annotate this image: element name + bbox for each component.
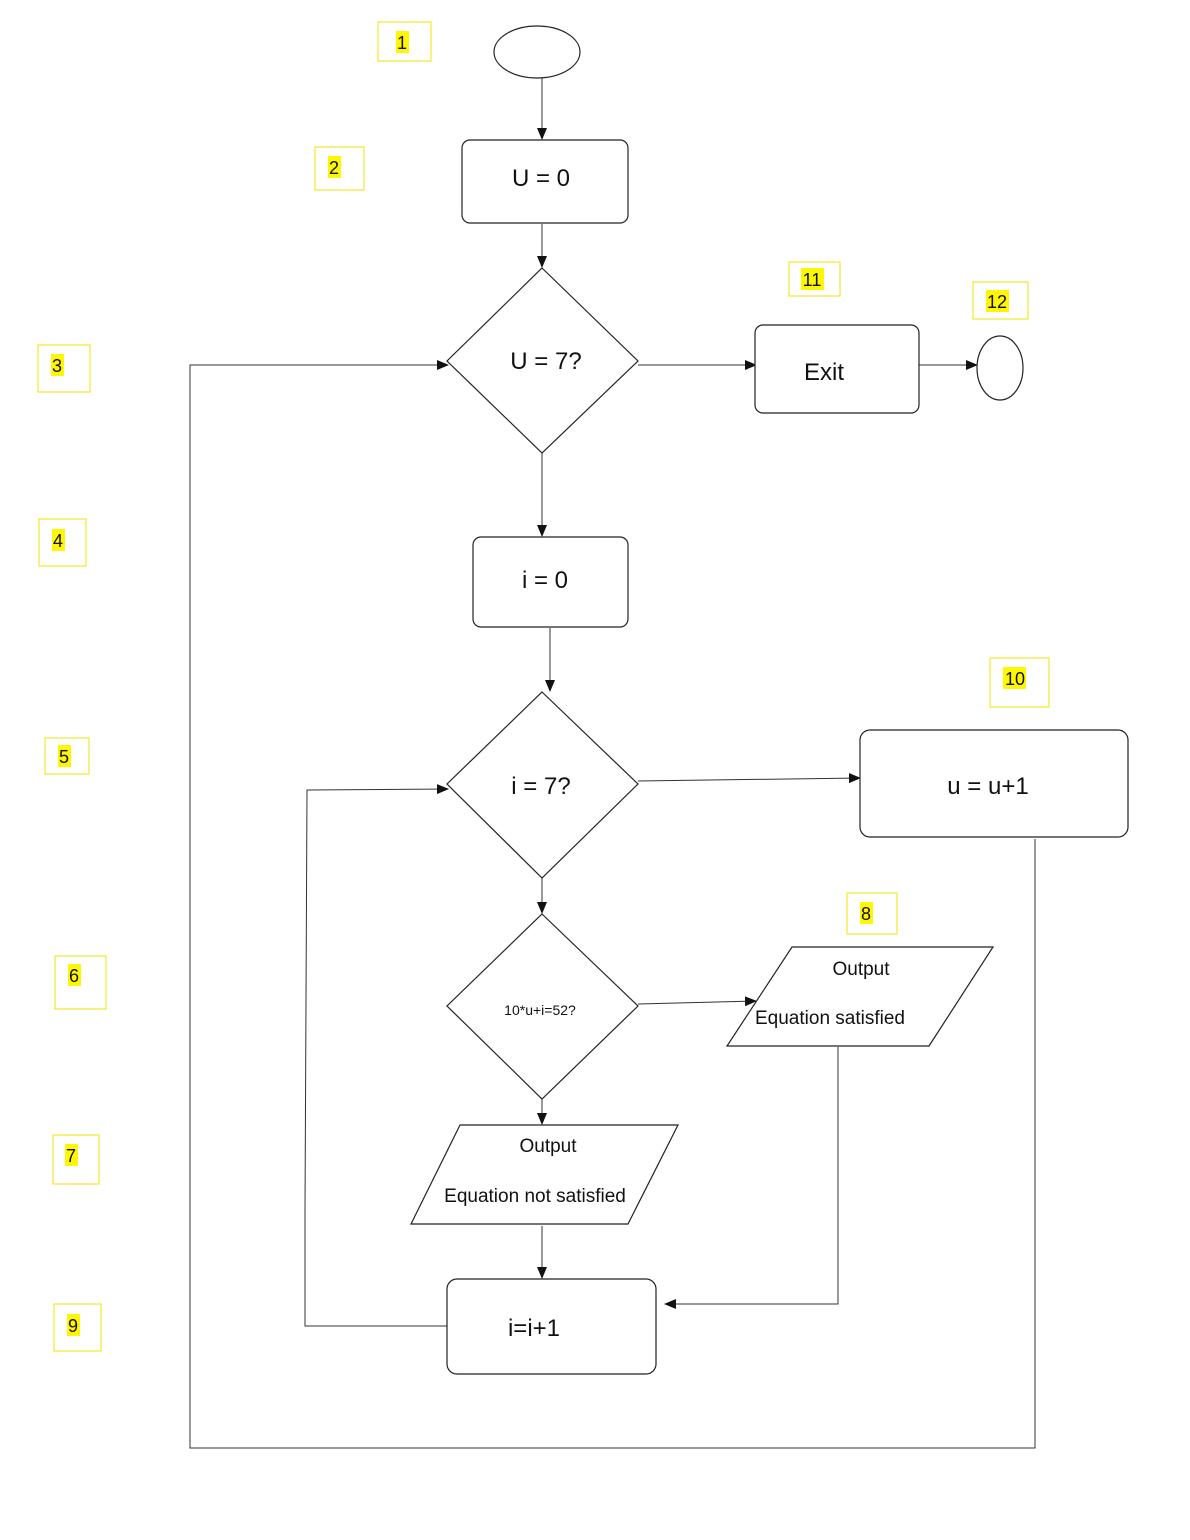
output-satisfied-io: Output Equation satisfied: [725, 946, 995, 1047]
svg-text:i=i+1: i=i+1: [508, 1315, 560, 1342]
svg-text:U = 0: U = 0: [512, 165, 570, 192]
svg-text:9: 9: [68, 1316, 78, 1336]
i-check-decision: i = 7?: [446, 691, 639, 879]
svg-text:5: 5: [59, 747, 69, 767]
svg-text:6: 6: [69, 966, 79, 986]
svg-text:11: 11: [803, 270, 822, 290]
step-label-7: 7: [52, 1134, 100, 1185]
step-label-9: 9: [53, 1303, 102, 1352]
step-label-5: 5: [44, 737, 90, 775]
svg-text:10: 10: [1005, 669, 1025, 689]
svg-text:3: 3: [52, 356, 62, 376]
edge-equation-check-to-output-satisfied: [637, 996, 757, 1007]
edge-output-satisfied-to-i-increment: [664, 1047, 839, 1309]
svg-text:Equation not satisfied: Equation not satisfied: [444, 1186, 626, 1207]
svg-text:i = 7?: i = 7?: [511, 773, 570, 800]
exit-process: Exit: [754, 324, 920, 414]
start-terminal: [493, 25, 581, 79]
svg-text:Equation satisfied: Equation satisfied: [755, 1008, 905, 1029]
u-init-process: U = 0: [461, 139, 629, 224]
step-label-11: 11: [788, 261, 841, 297]
connectors: [189, 78, 1036, 1449]
svg-text:10*u+i=52?: 10*u+i=52?: [504, 1002, 576, 1018]
step-label-1: 1: [377, 21, 432, 62]
svg-text:4: 4: [53, 531, 63, 551]
svg-text:7: 7: [66, 1146, 76, 1166]
step-label-3: 3: [37, 344, 91, 393]
svg-text:Output: Output: [832, 959, 890, 980]
step-label-8: 8: [846, 892, 898, 935]
u-increment-process: u = u+1: [859, 729, 1129, 838]
edge-i-check-to-u-increment: [637, 773, 861, 784]
svg-text:u = u+1: u = u+1: [947, 773, 1028, 800]
step-label-4: 4: [38, 518, 87, 567]
step-label-12: 12: [972, 281, 1029, 320]
equation-check-decision: 10*u+i=52?: [446, 913, 639, 1100]
end-terminal: [976, 335, 1024, 401]
svg-text:Exit: Exit: [804, 359, 844, 386]
step-label-10: 10: [989, 657, 1050, 708]
edge-i-increment-loop-to-i-check: [304, 784, 449, 1327]
svg-text:1: 1: [397, 33, 407, 53]
edge-u-increment-loop-to-u-check: [189, 360, 1036, 1449]
step-label-2: 2: [314, 146, 365, 191]
svg-text:2: 2: [329, 158, 339, 178]
svg-text:Output: Output: [519, 1136, 577, 1157]
svg-text:i = 0: i = 0: [522, 567, 568, 594]
svg-text:8: 8: [861, 904, 871, 924]
u-check-decision: U = 7?: [446, 267, 639, 454]
svg-text:12: 12: [987, 292, 1007, 312]
step-label-6: 6: [54, 955, 107, 1010]
svg-text:U = 7?: U = 7?: [510, 348, 581, 375]
i-init-process: i = 0: [472, 536, 629, 628]
i-increment-process: i=i+1: [446, 1278, 657, 1375]
output-not-satisfied-io: Output Equation not satisfied: [410, 1124, 679, 1225]
